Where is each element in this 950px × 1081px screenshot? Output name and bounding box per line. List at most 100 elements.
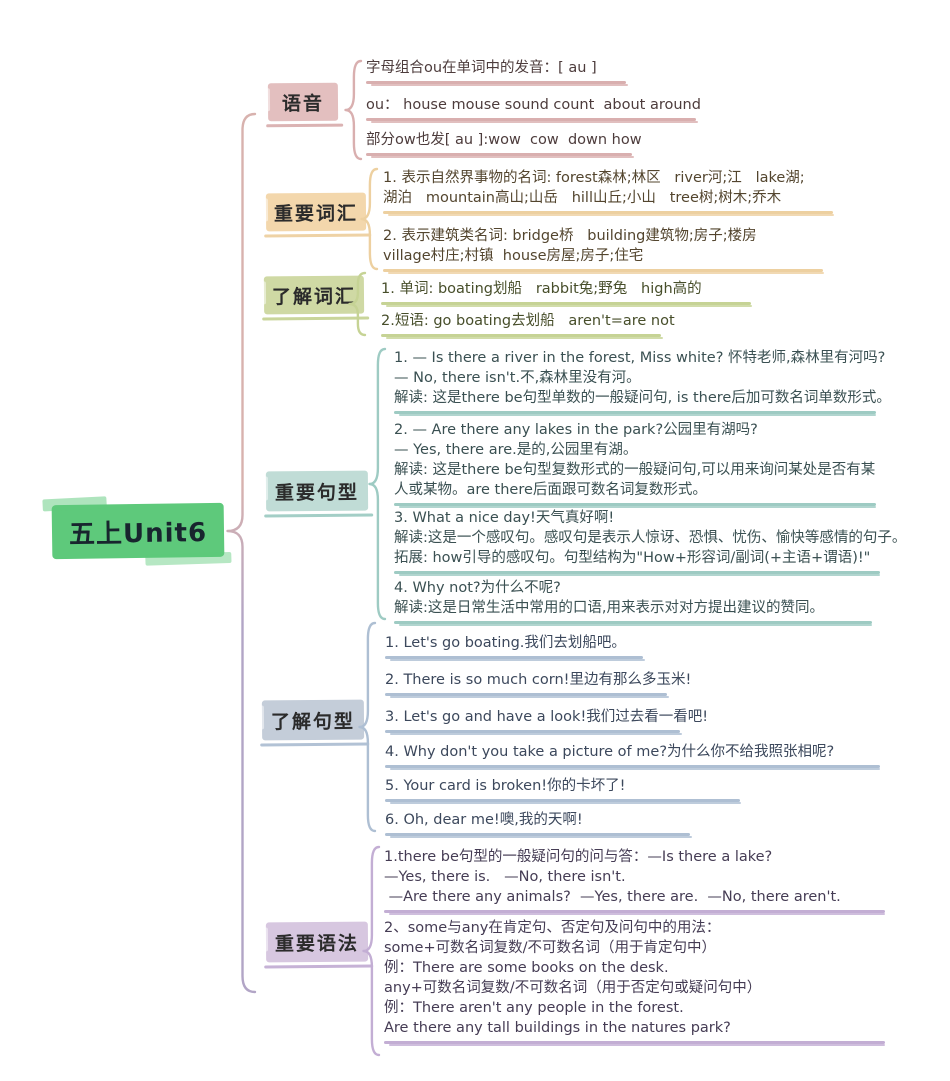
item-underline — [394, 621, 873, 626]
item-underline — [381, 302, 753, 307]
item-familiar-vocab-1[interactable]: 1. 单词: boating划船 rabbit兔;野兔 high高的 — [381, 279, 753, 307]
item-phonetics-2[interactable]: ou： house mouse sound count about around — [366, 95, 701, 123]
item-underline — [385, 799, 742, 804]
item-line: 解读:这是日常生活中常用的口语,用来表示对对方提出建议的赞同。 — [394, 600, 824, 616]
item-underline — [366, 153, 635, 158]
item-key-grammar-2[interactable]: 2、some与any在肯定句、否定句及问句中的用法： some+可数名词复数/不… — [384, 918, 885, 1046]
root-label: 五上Unit6 — [68, 517, 208, 550]
item-line: Are there any tall buildings in the natu… — [384, 1020, 731, 1036]
tape-nick — [260, 927, 269, 952]
item-phonetics-3[interactable]: 部分ow也发[ au ]:wow cow down how — [366, 130, 642, 158]
item-line: 1. — Is there a river in the forest, Mis… — [394, 350, 886, 366]
branch-brace-key-grammar — [362, 845, 381, 1057]
item-underline — [394, 503, 877, 508]
tape-underline — [264, 513, 374, 518]
branch-label: 重要语法 — [274, 932, 360, 955]
item-key-sentences-3[interactable]: 3. What a nice day!天气真好啊! 解读:这是一个感叹句。感叹句… — [394, 508, 907, 576]
item-familiar-sentences-6[interactable]: 6. Oh, dear me!噢,我的天啊! — [385, 810, 692, 838]
item-line: 2. — Are there any lakes in the park?公园里… — [394, 422, 758, 438]
item-line: 2.短语: go boating去划船 aren't=are not — [381, 313, 675, 329]
item-line: 解读: 这是there be句型单数的一般疑问句, is there后加可数名词… — [394, 390, 891, 406]
item-familiar-sentences-4[interactable]: 4. Why don't you take a picture of me?为什… — [385, 742, 881, 770]
branch-brace-phonetics — [344, 59, 363, 161]
tape-underline — [264, 233, 372, 238]
item-line: 2. 表示建筑类名词: bridge桥 building建筑物;房子;楼房 — [383, 228, 757, 244]
item-key-vocab-1[interactable]: 1. 表示自然界事物的名词: forest森林;林区 river河;江 lake… — [383, 168, 834, 216]
branch-brace-key-vocab — [360, 167, 379, 271]
branch-label: 了解句型 — [270, 710, 356, 733]
item-line: 拓展: how引导的感叹句。句型结构为"How+形容词/副词(+主语+谓语)!" — [394, 550, 871, 566]
item-line: 2. There is so much corn!里边有那么多玉米! — [385, 672, 692, 688]
item-line: 解读: 这是there be句型复数形式的一般疑问句,可以用来询问某处是否有某 — [394, 462, 876, 478]
branch-node-familiar-sentences[interactable]: 了解句型 — [256, 699, 370, 747]
branch-brace-familiar-vocab — [348, 271, 367, 337]
tape-nick — [262, 88, 271, 112]
item-line: — No, there isn't.不,森林里没有河。 — [394, 370, 641, 386]
item-familiar-vocab-2[interactable]: 2.短语: go boating去划船 aren't=are not — [381, 311, 675, 339]
item-line: 3. Let's go and have a look!我们过去看一看吧! — [385, 709, 709, 725]
item-line: 人或某物。are there后面跟可数名词复数形式。 — [394, 482, 707, 498]
branch-label: 语音 — [281, 92, 325, 115]
branch-brace-familiar-sentences — [358, 621, 377, 833]
item-line: 1. 表示自然界事物的名词: forest森林;林区 river河;江 lake… — [383, 170, 805, 186]
branch-node-key-grammar[interactable]: 重要语法 — [260, 921, 374, 969]
item-underline — [385, 656, 646, 661]
item-key-sentences-4[interactable]: 4. Why not?为什么不呢? 解读:这是日常生活中常用的口语,用来表示对对… — [394, 578, 873, 626]
item-line: 例：There are some books on the desk. — [384, 960, 669, 976]
root-brush-mark — [42, 496, 107, 512]
item-line: some+可数名词复数/不可数名词（用于肯定句中） — [384, 940, 717, 956]
item-line: —Are there any animals? —Yes, there are.… — [384, 889, 841, 905]
item-line: 4. Why don't you take a picture of me?为什… — [385, 744, 835, 760]
branch-label: 重要句型 — [274, 481, 360, 504]
item-phonetics-1[interactable]: 字母组合ou在单词中的发音：[ au ] — [366, 58, 629, 86]
item-familiar-sentences-5[interactable]: 5. Your card is broken!你的卡坏了! — [385, 776, 742, 804]
item-familiar-sentences-1[interactable]: 1. Let's go boating.我们去划船吧。 — [385, 633, 646, 661]
item-key-sentences-2[interactable]: 2. — Are there any lakes in the park?公园里… — [394, 420, 877, 508]
item-underline — [381, 334, 664, 339]
item-underline — [385, 833, 692, 838]
item-underline — [366, 118, 698, 123]
tape-nick — [258, 281, 267, 305]
item-familiar-sentences-3[interactable]: 3. Let's go and have a look!我们过去看一看吧! — [385, 707, 709, 735]
item-line: 字母组合ou在单词中的发音：[ au ] — [366, 60, 597, 76]
item-underline — [385, 693, 670, 698]
item-key-vocab-2[interactable]: 2. 表示建筑类名词: bridge桥 building建筑物;房子;楼房 vi… — [383, 226, 824, 274]
branch-node-key-vocab[interactable]: 重要词汇 — [260, 192, 372, 238]
trunk-brace — [226, 112, 257, 994]
item-line: 解读:这是一个感叹句。感叹句是表示人惊讶、恐惧、忧伤、愉快等感情的句子。 — [394, 530, 907, 546]
branch-node-key-sentences[interactable]: 重要句型 — [260, 470, 374, 518]
branch-label: 了解词汇 — [271, 285, 357, 308]
root-node[interactable]: 五上Unit6 — [42, 496, 232, 566]
branch-brace-key-sentences — [368, 347, 387, 621]
tape-nick — [260, 476, 269, 501]
item-line: 3. What a nice day!天气真好啊! — [394, 510, 615, 526]
tape-nick — [256, 705, 265, 730]
item-line: ou： house mouse sound count about around — [366, 97, 701, 113]
item-line: 6. Oh, dear me!噢,我的天啊! — [385, 812, 583, 828]
tape-underline — [260, 742, 370, 747]
tape-underline — [266, 123, 344, 128]
item-key-sentences-1[interactable]: 1. — Is there a river in the forest, Mis… — [394, 348, 891, 416]
item-underline — [383, 211, 834, 216]
item-underline — [384, 1041, 885, 1046]
item-line: 部分ow也发[ au ]:wow cow down how — [366, 132, 642, 148]
item-underline — [394, 411, 877, 416]
item-line: village村庄;村镇 house房屋;房子;住宅 — [383, 248, 644, 264]
item-line: 湖泊 mountain高山;山岳 hill山丘;小山 tree树;树木;乔木 — [383, 190, 782, 206]
item-key-grammar-1[interactable]: 1.there be句型的一般疑问句的问与答：—Is there a lake?… — [384, 847, 885, 915]
item-line: — Yes, there are.是的,公园里有湖。 — [394, 442, 638, 458]
tape-nick — [260, 198, 269, 222]
item-underline — [394, 571, 881, 576]
item-underline — [383, 269, 824, 274]
root-brush-mark — [145, 551, 232, 566]
tape-underline — [264, 964, 374, 969]
item-underline — [384, 910, 885, 915]
branch-node-phonetics[interactable]: 语音 — [262, 82, 344, 128]
item-familiar-sentences-2[interactable]: 2. There is so much corn!里边有那么多玉米! — [385, 670, 692, 698]
item-line: —Yes, there is. —No, there isn't. — [384, 869, 626, 885]
item-line: 1.there be句型的一般疑问句的问与答：—Is there a lake? — [384, 849, 773, 865]
item-underline — [385, 730, 683, 735]
item-underline — [385, 765, 881, 770]
item-line: 1. Let's go boating.我们去划船吧。 — [385, 635, 626, 651]
